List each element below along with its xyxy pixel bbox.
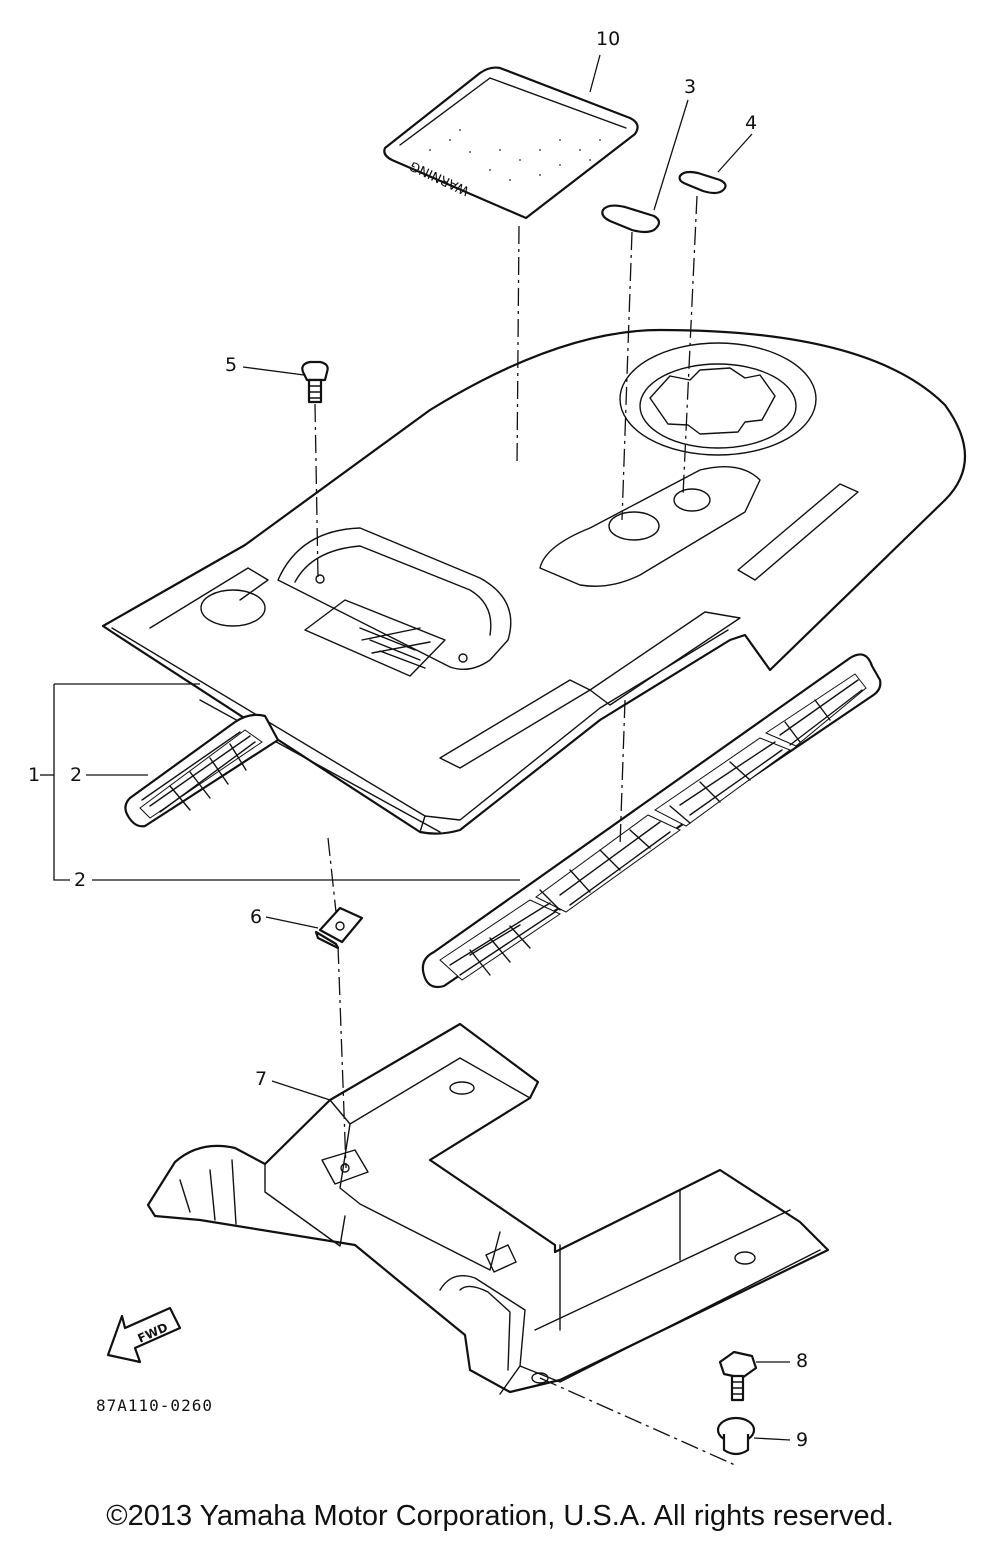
callout-3: 3 xyxy=(684,76,697,98)
hood-cover-part-1 xyxy=(101,328,966,835)
plug-part-4 xyxy=(678,170,727,195)
grommet-part-9 xyxy=(716,1416,756,1456)
copyright-notice: ©2013 Yamaha Motor Corporation, U.S.A. A… xyxy=(106,1500,894,1532)
callout-2-upper: 2 xyxy=(70,764,83,786)
clip-nut-part-6 xyxy=(314,906,364,950)
callout-6: 6 xyxy=(250,906,263,928)
callout-7: 7 xyxy=(255,1068,268,1090)
grille-part-2-right xyxy=(421,653,882,989)
callout-9: 9 xyxy=(796,1429,809,1451)
plug-part-3 xyxy=(601,204,661,234)
screw-part-5 xyxy=(301,360,329,404)
callout-2-lower: 2 xyxy=(74,869,87,891)
drawing-code: 87A110-0260 xyxy=(96,1396,213,1415)
grille-part-2-left xyxy=(124,713,280,828)
callout-8: 8 xyxy=(796,1350,809,1372)
warning-label-part-10: WARNING xyxy=(383,66,639,220)
callout-10: 10 xyxy=(596,28,621,50)
forward-arrow-icon: FWD xyxy=(106,1306,182,1364)
leader-lines xyxy=(40,54,791,1441)
bracket-part-7 xyxy=(146,1022,830,1395)
bolt-part-8 xyxy=(718,1350,758,1402)
callout-5: 5 xyxy=(225,354,238,376)
assembly-lines xyxy=(314,195,736,1466)
callout-4: 4 xyxy=(745,112,758,134)
callout-1: 1 xyxy=(28,764,41,786)
